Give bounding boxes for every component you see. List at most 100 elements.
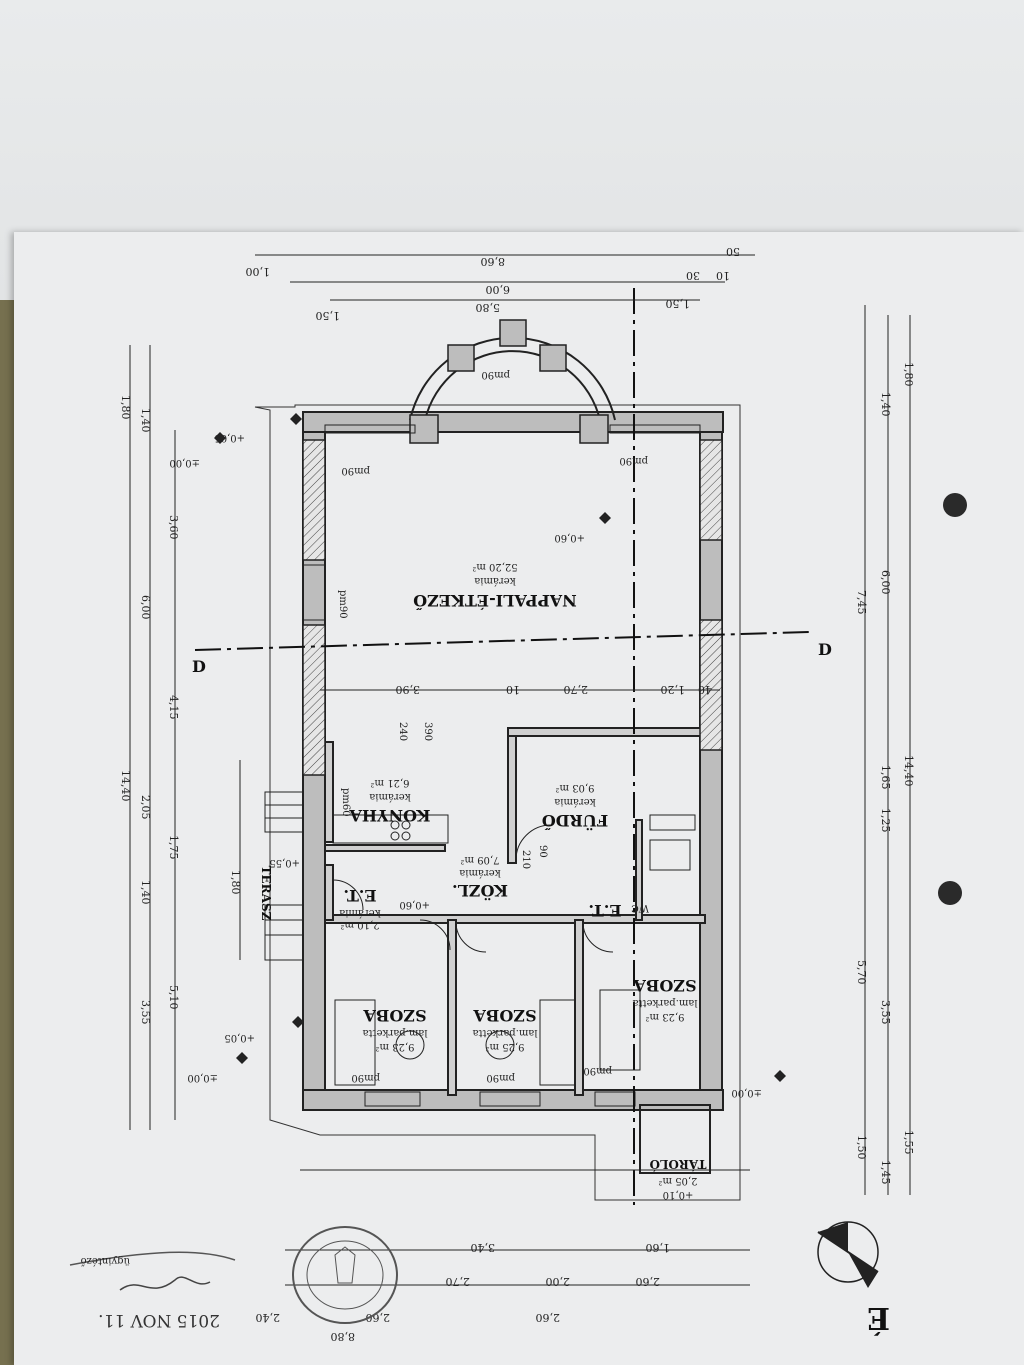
dim-text: 2,05 (139, 795, 152, 820)
dim-text: 1,40 (879, 392, 892, 417)
level-diamond-icon (292, 1016, 304, 1028)
binder-hole-icon (938, 881, 962, 905)
room-szoba1-floor: lam.parketta (362, 1027, 427, 1038)
opening-label: pm90 (481, 369, 510, 380)
opening-labels: pm90 pm90 pm90 pm90 pm90 pm90 pm90 pm60 … (337, 369, 648, 1083)
dim-text: 1,55 (902, 1130, 915, 1155)
dim-text: 2,60 (636, 1275, 661, 1288)
opening-label: pm90 (341, 465, 370, 476)
site-outline (254, 404, 741, 1201)
room-szoba3-name: SZOBA (633, 976, 697, 995)
level-diamond-icon (599, 512, 611, 524)
opening-label: pm60 (340, 788, 351, 817)
wall-hatching (302, 439, 723, 776)
room-nappali-floor: kerámia (474, 575, 515, 586)
room-furdo-floor: kerámia (554, 796, 595, 807)
room-terasz-name: TERASZ (259, 866, 273, 921)
section-mark-left: D (192, 657, 206, 676)
terrace-stairs (264, 791, 304, 961)
coat-of-arms-icon (334, 1246, 356, 1284)
room-kozl-floor: kerámia (459, 867, 500, 878)
dim-text: 3,90 (396, 683, 421, 696)
dim-text: 2,70 (446, 1275, 471, 1288)
room-wc-name: WC (631, 902, 649, 913)
dim-text: 5,10 (167, 985, 180, 1010)
level-nappali: +0,60 (554, 532, 585, 543)
level-diamond-icon (290, 413, 302, 425)
dim-text: 5,70 (855, 960, 868, 985)
dim-text: 3,55 (879, 1000, 892, 1025)
dim-text: 1,60 (646, 1241, 671, 1254)
room-labels: NAPPALI-ÉTKEZŐ kerámia 52,20 m² KONYHA k… (259, 561, 706, 1200)
dim-text: 2,40 (256, 1311, 281, 1324)
dim-text: 6,00 (486, 283, 511, 296)
dim-text: 2,70 (564, 683, 589, 696)
dim-text: 50 (726, 245, 740, 258)
room-et1-area: 2,10 m² (341, 919, 380, 930)
level-se: ±0,00 (731, 1087, 762, 1098)
dim-text: 2,00 (546, 1275, 571, 1288)
dim-text: 14,40 (119, 770, 132, 802)
handwritten-signature (119, 1276, 211, 1291)
dim-text: 1,65 (879, 765, 892, 790)
dim-text: 1,00 (246, 265, 271, 278)
room-szoba3-floor: lam.parketta (632, 997, 697, 1008)
opening-label: 240 (397, 722, 408, 741)
room-tarolo-level: +0,10 (663, 1189, 694, 1200)
dim-text: 8,80 (331, 1330, 356, 1343)
room-szoba1-area: 9,23 m² (376, 1041, 415, 1052)
dim-text: 10 (506, 683, 520, 696)
level-kozl: +0,60 (399, 899, 430, 910)
dim-text: 1,25 (879, 808, 892, 833)
level-diamond-icon (236, 1052, 248, 1064)
opening-label: pm90 (351, 1072, 380, 1083)
bay-arc-inner (424, 350, 601, 421)
dim-text: 7,45 (855, 590, 868, 615)
dim-text: 3,40 (471, 1241, 496, 1254)
level-markers: +0,60 +0,05 ±0,00 +0,60 +0,55 +0,05 ±0,0… (169, 413, 786, 1098)
room-et1-floor: kerámia (339, 907, 380, 918)
dim-text: 5,80 (476, 301, 501, 314)
dim-text: 2,60 (366, 1311, 391, 1324)
dimension-texts: 8,60 6,00 5,80 1,00 1,50 1,50 50 30 10 3… (119, 245, 915, 1343)
dim-text: 1,40 (139, 408, 152, 433)
opening-label: 390 (422, 722, 433, 741)
dim-text: 14,40 (902, 755, 915, 787)
signature-stroke (69, 1251, 236, 1266)
room-szoba1-name: SZOBA (363, 1006, 427, 1025)
dimension-lines (129, 254, 911, 1286)
room-konyha-floor: kerámia (369, 791, 410, 802)
dim-text: 1,50 (855, 1135, 868, 1160)
opening-label: pm90 (583, 1065, 612, 1076)
stove-icon (390, 820, 411, 841)
binder-hole-icon (943, 493, 967, 517)
dim-text: 30 (686, 269, 700, 282)
level-diamond-icon (774, 1070, 786, 1082)
opening-label: pm90 (337, 590, 348, 619)
furniture (334, 814, 696, 1086)
room-nappali-area: 52,20 m² (472, 561, 517, 572)
opening-label: 90 (537, 845, 548, 858)
room-konyha-name: KONYHA (349, 806, 431, 825)
room-kozl-area: 7,09 m² (461, 854, 500, 865)
level-terasz: +0,55 (269, 857, 300, 868)
room-konyha-area: 6,21 m² (371, 777, 410, 788)
dim-text: 3,55 (139, 1000, 152, 1025)
dim-text: 3,60 (167, 515, 180, 540)
room-szoba3-area: 9,23 m² (646, 1011, 685, 1022)
dim-text: 1,80 (902, 362, 915, 387)
dim-text: 1,40 (139, 880, 152, 905)
dim-text: 1,50 (666, 297, 691, 310)
room-furdo-area: 9,03 m² (556, 782, 595, 793)
dim-text: 1,80 (119, 395, 132, 420)
room-tarolo-area: 2,05 m² (659, 1175, 698, 1186)
room-nappali-name: NAPPALI-ÉTKEZŐ (413, 591, 577, 611)
room-szoba2-name: SZOBA (473, 1006, 537, 1025)
dim-text: 10 (716, 269, 730, 282)
dim-text: 40 (698, 683, 712, 696)
room-kozl-name: KÖZL. (452, 881, 508, 901)
room-et2-name: E.T. (588, 901, 621, 920)
opening-label: pm90 (619, 455, 648, 466)
